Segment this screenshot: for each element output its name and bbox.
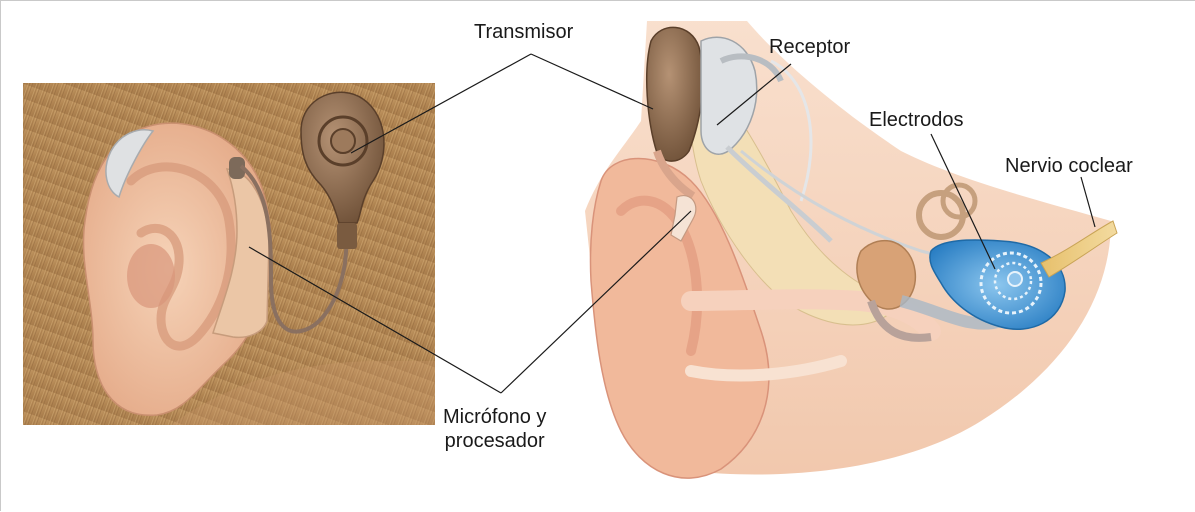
leader-transmisor-right (531, 54, 653, 109)
label-receptor: Receptor (769, 35, 850, 59)
label-microfono-line2: procesador (443, 429, 546, 453)
ear-cross-section (585, 21, 1117, 478)
label-microfono-procesador: Micrófono y procesador (443, 405, 546, 453)
label-nervio-coclear: Nervio coclear (1005, 154, 1133, 178)
label-transmisor: Transmisor (474, 20, 573, 44)
label-electrodos: Electrodos (869, 108, 964, 132)
label-microfono-line1: Micrófono y (443, 405, 546, 429)
